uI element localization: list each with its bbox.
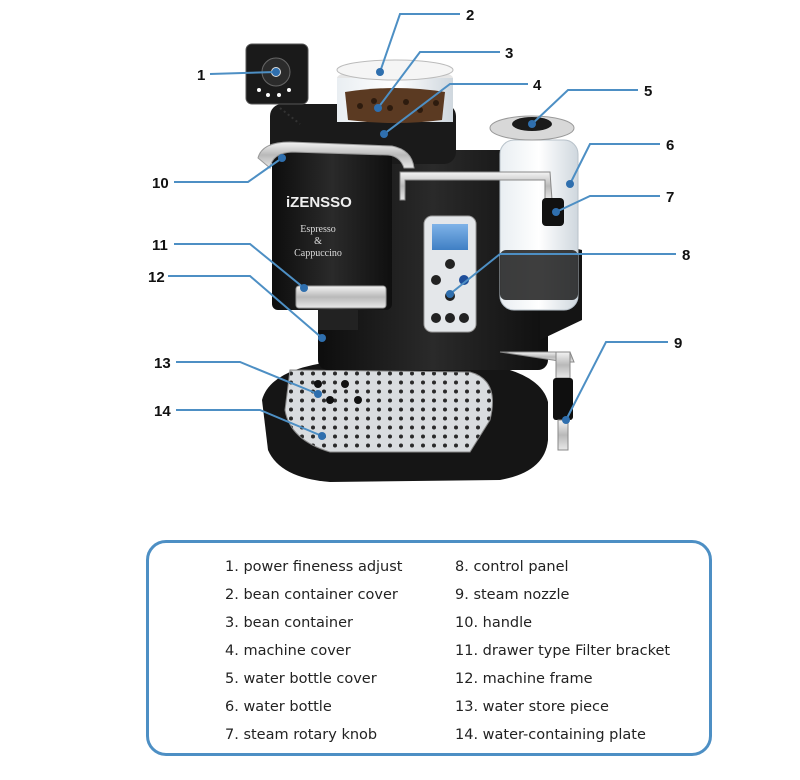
machine-illustration: iZENSSO Espresso & Cappuccino: [245, 43, 582, 482]
parts-legend: 1. power fineness adjust 2. bean contain…: [146, 540, 712, 756]
legend-item-13: 13. water store piece: [455, 699, 609, 715]
legend-item-5: 5. water bottle cover: [225, 671, 377, 687]
leader-endpoints: [272, 68, 574, 440]
water-store-grid: [284, 369, 493, 453]
callout-7: 7: [666, 189, 674, 206]
callout-13: 13: [154, 355, 171, 372]
callout-10: 10: [152, 175, 169, 192]
filter-bracket: [295, 285, 387, 309]
legend-item-14: 14. water-containing plate: [455, 727, 646, 743]
legend-column-left: 1. power fineness adjust 2. bean contain…: [225, 553, 403, 749]
product-label-line-2: &: [314, 236, 322, 247]
callout-6: 6: [666, 137, 674, 154]
legend-item-7: 7. steam rotary knob: [225, 727, 378, 743]
callout-5: 5: [644, 83, 652, 100]
callout-numbers: 1 2 3 4 5 6 7 8 9 10 11 12 13 14: [148, 7, 690, 420]
legend-item-11: 11. drawer type Filter bracket: [455, 643, 671, 659]
callout-8: 8: [682, 247, 690, 264]
callout-12: 12: [148, 269, 165, 286]
legend-item-3: 3. bean container: [225, 615, 353, 631]
callout-9: 9: [674, 335, 682, 352]
legend-item-1: 1. power fineness adjust: [225, 559, 403, 575]
legend-item-12: 12. machine frame: [455, 671, 593, 687]
product-label-line-1: Espresso: [300, 224, 336, 235]
legend-item-8: 8. control panel: [455, 559, 569, 575]
legend-item-6: 6. water bottle: [225, 699, 332, 715]
callout-3: 3: [505, 45, 513, 62]
steam-nozzle: [553, 378, 573, 420]
legend-item-2: 2. bean container cover: [225, 587, 398, 603]
product-label-line-3: Cappuccino: [294, 248, 342, 259]
legend-item-4: 4. machine cover: [225, 643, 351, 659]
coffee-machine-diagram: iZENSSO Espresso & Cappuccino: [148, 7, 690, 482]
callout-1: 1: [197, 67, 205, 84]
callout-4: 4: [533, 77, 542, 94]
callout-2: 2: [466, 7, 474, 24]
legend-item-9: 9. steam nozzle: [455, 587, 570, 603]
callout-11: 11: [152, 237, 168, 254]
brand-logo: iZENSSO: [286, 194, 352, 211]
legend-item-10: 10. handle: [455, 615, 533, 631]
legend-column-right: 8. control panel 9. steam nozzle 10. han…: [455, 553, 670, 749]
callout-14: 14: [154, 403, 171, 420]
leader-lines: [168, 13, 676, 437]
